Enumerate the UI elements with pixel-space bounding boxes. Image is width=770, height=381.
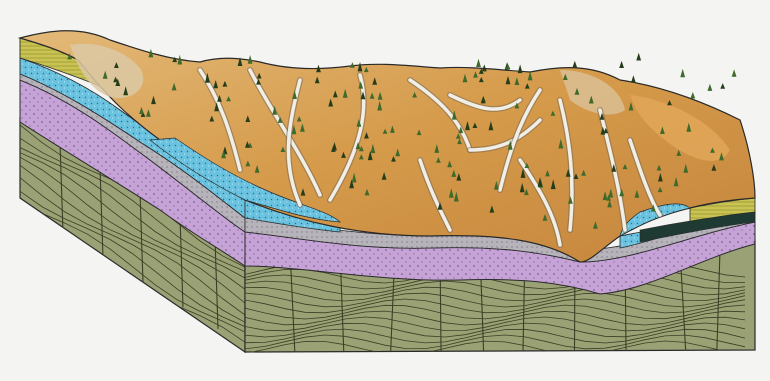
tree (248, 55, 253, 64)
tree (572, 61, 577, 68)
tree (690, 92, 695, 99)
tree (636, 53, 641, 61)
tree (720, 83, 725, 89)
tree (518, 64, 523, 73)
tree (680, 69, 685, 78)
tree (732, 69, 737, 76)
tree (631, 75, 636, 83)
tree (476, 59, 481, 67)
tree (708, 84, 713, 91)
tree (619, 61, 624, 68)
